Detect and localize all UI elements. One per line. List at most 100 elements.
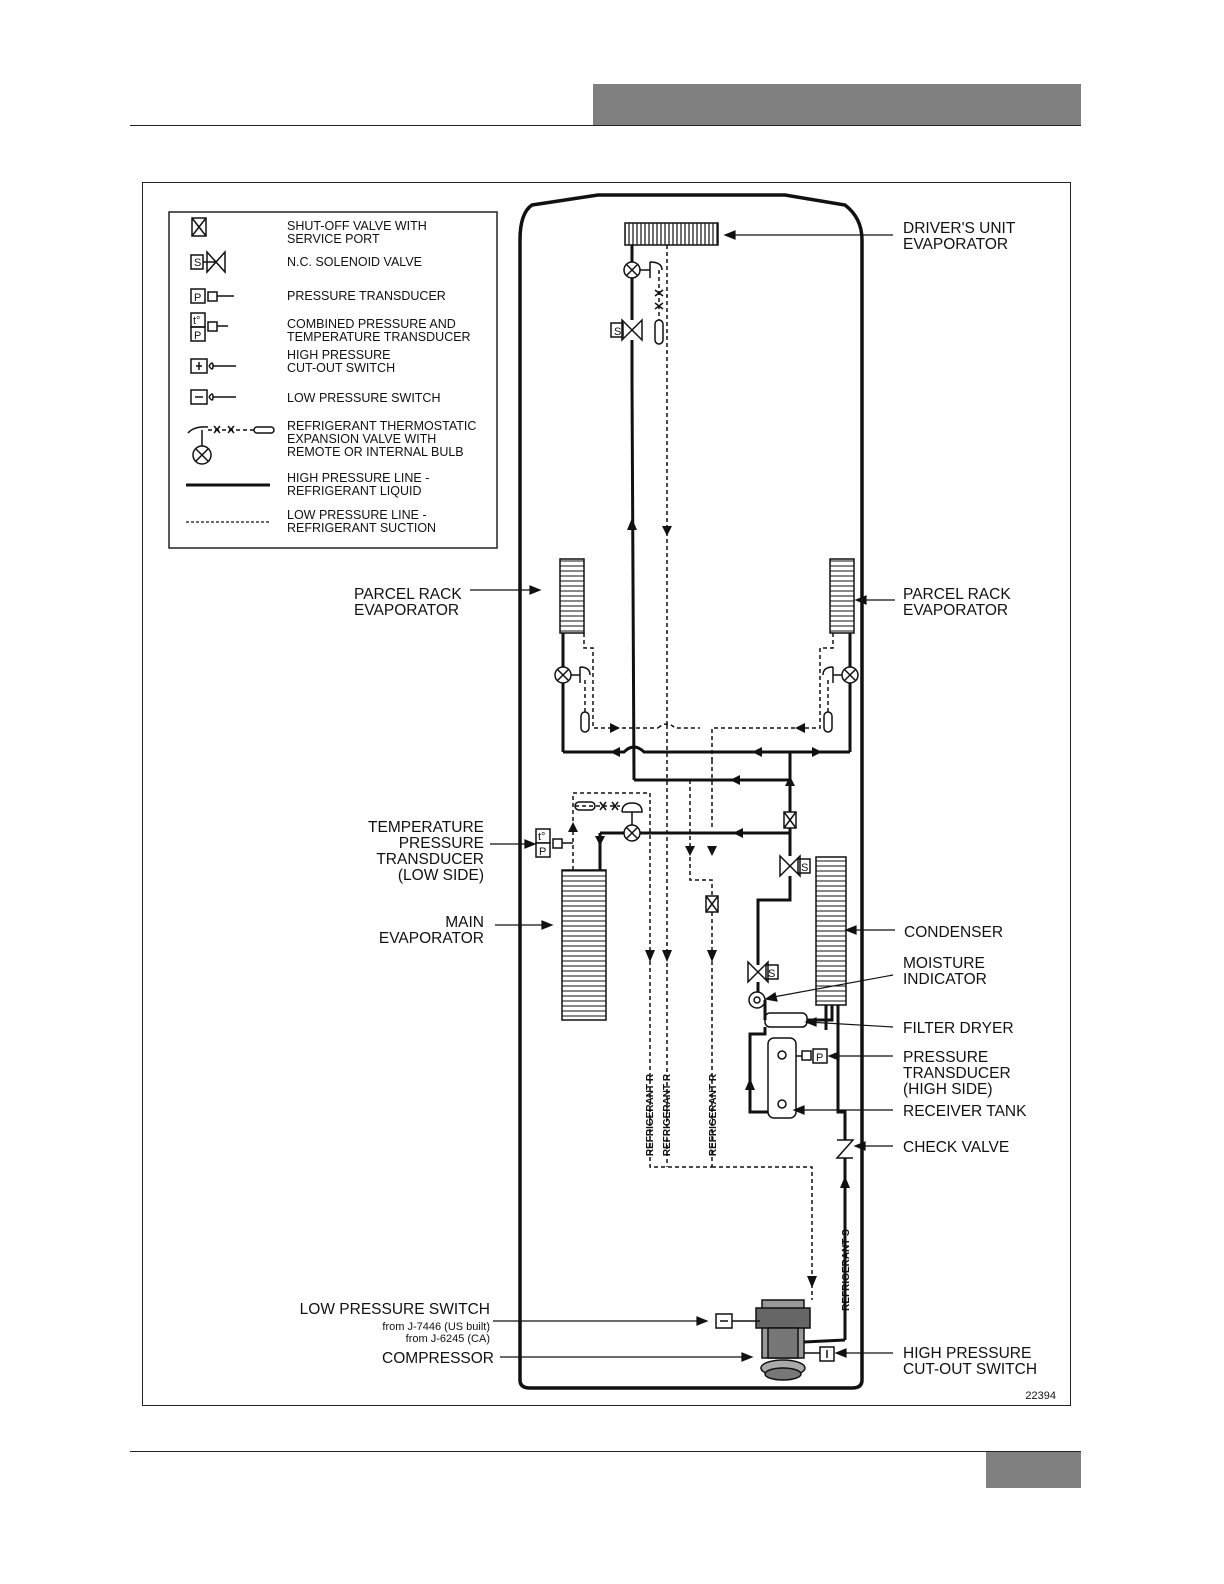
flow-arrow-left-2 <box>610 747 620 757</box>
refrigerant-r-label-1: REFRIGERANT R <box>645 1073 656 1156</box>
shutoff-valve-icon <box>191 217 207 237</box>
flow-arrow-up-4 <box>745 1078 755 1090</box>
legend-hp-line-2: REFRIGERANT LIQUID <box>287 484 422 498</box>
legend-hp-cutout-2: CUT-OUT SWITCH <box>287 361 395 375</box>
solenoid-valve-lower-icon <box>747 960 769 984</box>
legend-s-letter: S <box>194 257 201 269</box>
refrigerant-s-label: REFRIGERANT S <box>841 1229 852 1311</box>
footer-rule <box>130 1451 1081 1452</box>
label-temp-pressure-1: TEMPERATURE <box>368 819 484 836</box>
low-side-p-letter: P <box>539 846 546 858</box>
pressure-transducer-icon <box>190 288 234 304</box>
label-parcel-left-2: EVAPORATOR <box>354 602 459 619</box>
label-lps-ca: from J-6245 (CA) <box>406 1333 490 1345</box>
compressor <box>755 1299 846 1381</box>
hp-cutout-switch-compressor-icon <box>804 1346 835 1362</box>
flow-arrow-down-5 <box>645 950 655 962</box>
label-parcel-left-1: PARCEL RACK <box>354 586 462 603</box>
diagram-frame <box>142 182 1071 1406</box>
solenoid-valve-icon <box>190 250 226 274</box>
refrigerant-r-label-2: REFRIGERANT R <box>662 1073 673 1156</box>
flow-arrow-down-6 <box>662 950 672 962</box>
low-side-t-letter: t° <box>538 831 545 843</box>
bus-outline <box>518 193 864 1390</box>
moisture-indicator-icon <box>748 991 766 1009</box>
flow-arrow-right-2 <box>812 747 822 757</box>
condenser <box>815 856 847 1006</box>
combined-transducer-icon <box>190 312 228 342</box>
drivers-solenoid-s: S <box>614 326 621 338</box>
label-moisture-2: INDICATOR <box>903 971 987 988</box>
parcel-rack-evaporator-left <box>559 558 585 634</box>
txv-icon <box>187 425 275 465</box>
flow-arrow-down-8 <box>807 1276 817 1288</box>
parcel-liquid-header <box>563 745 850 754</box>
filter-dryer-icon <box>764 1012 808 1028</box>
label-receiver-tank: RECEIVER TANK <box>903 1103 1027 1120</box>
legend-solenoid: N.C. SOLENOID VALVE <box>287 255 422 269</box>
drivers-solenoid-valve-icon <box>621 318 643 342</box>
label-pressure-hs-1: PRESSURE <box>903 1049 988 1066</box>
label-hp-cutout-1: HIGH PRESSURE <box>903 1345 1031 1362</box>
footer-bar <box>986 1452 1081 1488</box>
label-check-valve: CHECK VALVE <box>903 1139 1009 1156</box>
flow-arrow-down-3 <box>685 846 695 856</box>
legend-shutoff-2: SERVICE PORT <box>287 232 380 246</box>
flow-arrow-up-3 <box>568 822 578 832</box>
legend-combined-1: COMBINED PRESSURE AND <box>287 317 456 331</box>
label-lps-us: from J-7446 (US built) <box>382 1321 490 1333</box>
legend-pressure-transducer: PRESSURE TRANSDUCER <box>287 289 446 303</box>
label-hp-cutout-2: CUT-OUT SWITCH <box>903 1361 1037 1378</box>
label-main-evap-2: EVAPORATOR <box>379 930 484 947</box>
label-moisture-1: MOISTURE <box>903 955 985 972</box>
shutoff-valve-center-icon <box>705 895 719 913</box>
high-side-p-letter: P <box>816 1052 823 1064</box>
label-temp-pressure-2: PRESSURE <box>399 835 484 852</box>
flow-arrow-down <box>662 526 672 536</box>
drivers-unit-evaporator <box>624 222 719 246</box>
main-evaporator <box>561 869 607 1021</box>
label-drivers-unit-2: EVAPORATOR <box>903 236 1008 253</box>
figure-number: 22394 <box>1025 1390 1056 1402</box>
label-temp-pressure-3: TRANSDUCER <box>376 851 484 868</box>
label-parcel-right-2: EVAPORATOR <box>903 602 1008 619</box>
label-temp-pressure-4: (LOW SIDE) <box>398 867 484 884</box>
refrigerant-r-label-3: REFRIGERANT R <box>708 1073 719 1156</box>
label-compressor: COMPRESSOR <box>382 1350 494 1367</box>
legend-txv-1: REFRIGERANT THERMOSTATIC <box>287 419 476 433</box>
legend-hp-cutout-1: HIGH PRESSURE <box>287 348 391 362</box>
header-bar <box>593 84 1081 126</box>
legend-lp-line-1: LOW PRESSURE LINE - <box>287 508 427 522</box>
label-filter-dryer: FILTER DRYER <box>903 1020 1014 1037</box>
upper-solenoid-s: S <box>801 862 808 874</box>
parcel-rack-evaporator-right <box>829 558 855 634</box>
flow-arrow-up <box>627 518 637 530</box>
lower-solenoid-s: S <box>768 968 775 980</box>
hp-cutout-switch-icon <box>190 358 236 374</box>
legend-p-letter: P <box>194 292 201 304</box>
label-parcel-right-1: PARCEL RACK <box>903 586 1011 603</box>
receiver-tank <box>767 1037 828 1119</box>
drivers-liquid-line <box>630 340 636 781</box>
solenoid-valve-upper-icon <box>779 854 801 878</box>
flow-arrow-right <box>610 723 620 733</box>
lp-switch-icon <box>190 389 236 405</box>
legend-hp-line-1: HIGH PRESSURE LINE - <box>287 471 429 485</box>
label-condenser: CONDENSER <box>904 924 1003 941</box>
flow-arrow-up-5 <box>840 1176 850 1188</box>
flow-arrow-left <box>795 723 805 733</box>
label-low-pressure-switch: LOW PRESSURE SWITCH <box>300 1301 490 1318</box>
flow-arrow-down-4 <box>707 846 717 856</box>
low-pressure-switch-icon <box>715 1313 760 1329</box>
legend-shutoff-1: SHUT-OFF VALVE WITH <box>287 219 427 233</box>
label-pressure-hs-3: (HIGH SIDE) <box>903 1081 993 1098</box>
flow-arrow-left-4 <box>730 775 740 785</box>
label-pressure-hs-2: TRANSDUCER <box>903 1065 1011 1082</box>
legend-combined-2: TEMPERATURE TRANSDUCER <box>287 330 471 344</box>
flow-arrow-left-5 <box>733 828 743 838</box>
label-drivers-unit-1: DRIVER'S UNIT <box>903 220 1016 237</box>
flow-arrow-down-2 <box>595 836 605 846</box>
legend-lp-line-2: REFRIGERANT SUCTION <box>287 521 436 535</box>
legend-p-letter-2: P <box>194 330 201 342</box>
